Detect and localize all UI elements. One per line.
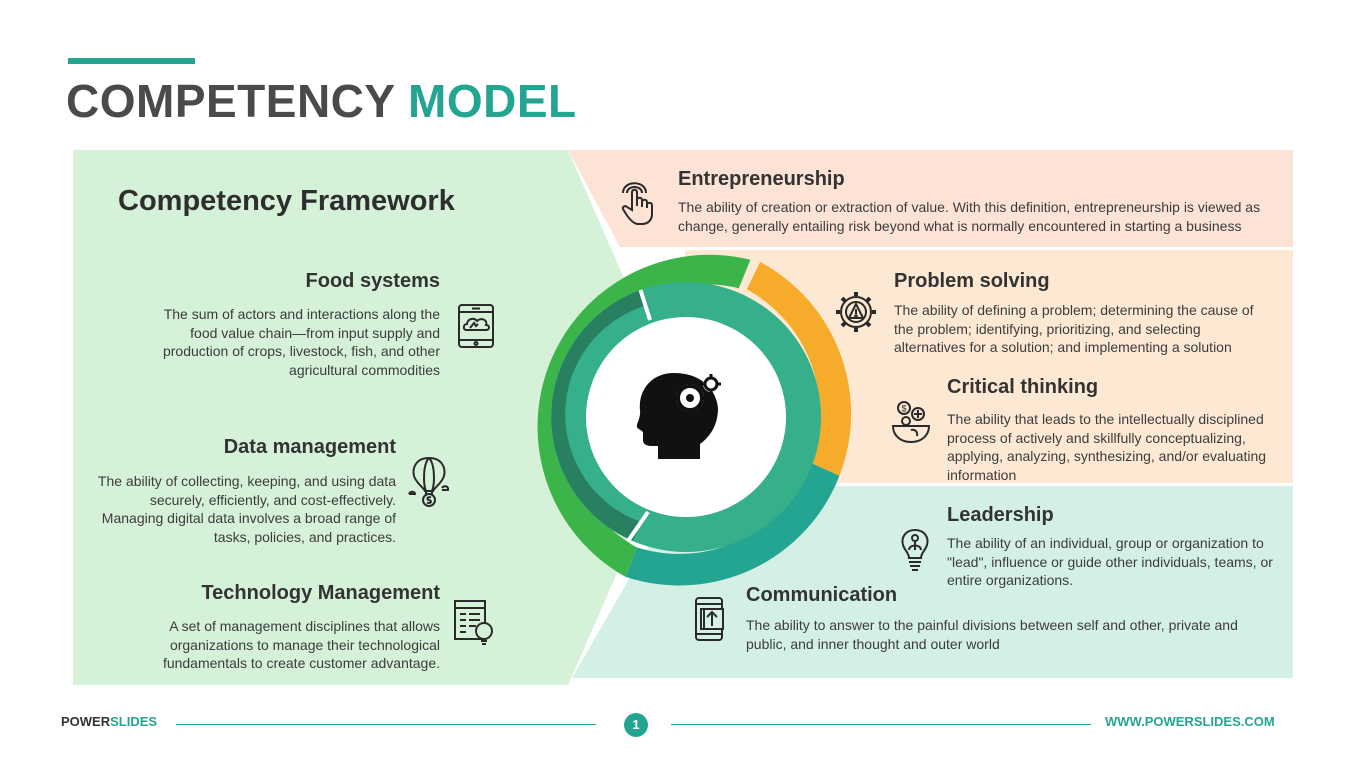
title-part-1: COMPETENCY: [66, 75, 395, 127]
slide-title: COMPETENCY MODEL: [66, 74, 577, 128]
head-gears-icon: [636, 373, 721, 459]
lightbulb-person-icon: [893, 526, 937, 574]
hot-air-balloon-dollar-icon: [406, 456, 452, 508]
footer-url[interactable]: WWW.POWERSLIDES.COM: [1105, 714, 1275, 729]
data-management-heading: Data management: [223, 436, 396, 458]
inner-ring-dark: [551, 290, 648, 541]
spreadsheet-lightbulb-icon: [452, 598, 496, 646]
svg-text:$: $: [902, 404, 907, 414]
food-systems-description: The sum of actors and interactions along…: [162, 306, 440, 378]
entrepreneurship-panel: [568, 150, 1293, 247]
problem-solving-heading: Problem solving: [894, 270, 1050, 292]
critical-thinking-description: The ability that leads to the intellectu…: [947, 411, 1267, 483]
globe-bowl-icon: $: [889, 398, 933, 446]
entrepreneurship-description: The ability of creation or extraction of…: [678, 199, 1261, 234]
footer-brand-part-1: POWER: [61, 714, 111, 729]
left-panel: [73, 150, 685, 685]
entrepreneurship-heading: Entrepreneurship: [678, 168, 845, 190]
inner-ring-divider-bottom: [626, 510, 650, 543]
communication-heading: Communication: [746, 584, 898, 606]
critical-thinking-heading: Critical thinking: [947, 376, 1099, 398]
ring-segment-orange: [746, 262, 852, 476]
footer-line-left: [176, 724, 596, 725]
food-systems-heading: Food systems: [305, 270, 440, 292]
problem-solving-description: The ability of defining a problem; deter…: [894, 302, 1254, 356]
communication-description: The ability to answer to the painful div…: [746, 617, 1238, 652]
ring-segment-teal: [625, 462, 840, 586]
gear-warning-icon: [834, 288, 878, 336]
technology-management-heading: Technology Management: [201, 582, 440, 604]
title-part-2: MODEL: [408, 75, 577, 127]
hand-touch-icon: [616, 180, 660, 228]
page-number: 1: [624, 713, 648, 737]
inner-ring-divider-top: [638, 289, 652, 321]
phone-upload-icon: [690, 596, 734, 644]
leadership-heading: Leadership: [947, 504, 1054, 526]
technology-management-description: A set of management disciplines that all…: [162, 618, 440, 672]
title-accent-bar: [68, 58, 195, 64]
data-management-description: The ability of collecting, keeping, and …: [97, 473, 396, 545]
footer-line-right: [671, 724, 1091, 725]
footer-brand-part-2: SLIDES: [110, 714, 158, 729]
footer-brand: POWERSLIDES: [61, 714, 157, 729]
framework-title: Competency Framework: [118, 185, 455, 217]
leadership-description: The ability of an individual, group or o…: [947, 535, 1273, 589]
smartphone-cloud-icon: [454, 302, 498, 350]
